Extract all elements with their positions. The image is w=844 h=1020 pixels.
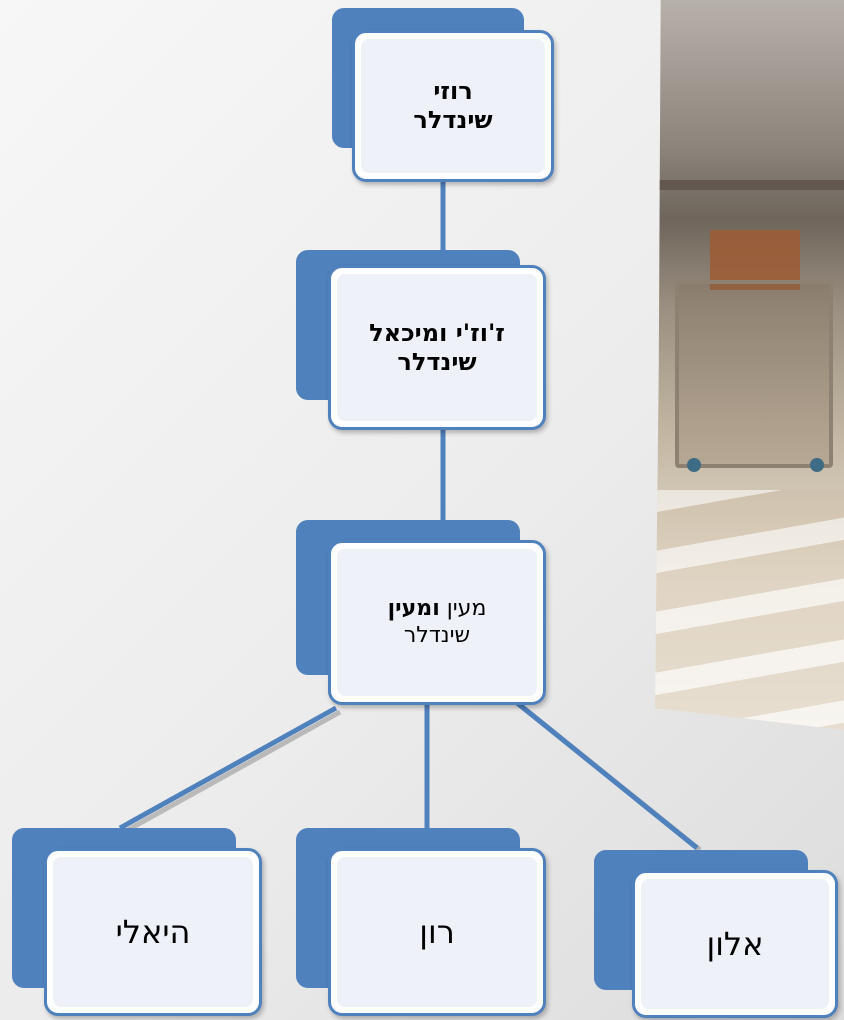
node-mayan: מעין ומעין שינדלר [296, 520, 550, 705]
node-alon: אלון [594, 850, 840, 1020]
node-label-prefix: מעין [439, 596, 487, 622]
node-ron: רון [296, 828, 550, 1018]
node-haeli: היאלי [12, 828, 266, 1018]
node-label: רון [419, 912, 455, 951]
node-label: רוזי שינדלר [413, 77, 493, 134]
node-label: אלון [706, 924, 764, 963]
node-label: ז'וז'י ומיכאל שינדלר [369, 318, 505, 376]
node-joji-michael: ז'וז'י ומיכאל שינדלר [296, 250, 550, 430]
node-rozi: רוזי שינדלר [332, 8, 554, 182]
node-label-bold: ומעין [387, 596, 440, 622]
background-photo [655, 0, 844, 730]
connector-mayan-haeli [118, 705, 338, 831]
connector-mayan-alon [514, 700, 699, 850]
node-label: מעין ומעין שינדלר [337, 596, 537, 649]
node-label-suffix: שינדלר [403, 622, 471, 648]
node-label: היאלי [115, 912, 191, 951]
